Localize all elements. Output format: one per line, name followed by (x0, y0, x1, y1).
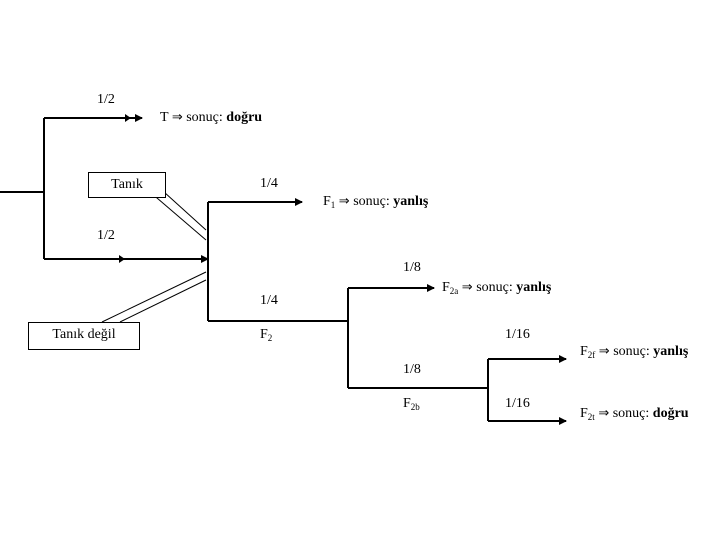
node-label-f2b-sub: 2b (410, 402, 420, 412)
outcome-f1-result: yanlış (393, 194, 429, 209)
node-label-f2-base: F (260, 327, 268, 342)
prob-f1-branch: 1/4 (260, 176, 278, 191)
outcome-t: T ⇒ sonuç: doğru (160, 110, 262, 126)
node-label-f2-sub: 2 (267, 333, 273, 343)
callout-tanik-degil-pointer-b (119, 279, 207, 323)
callout-tanik-degil: Tanık değil (28, 322, 140, 350)
callout-tanik: Tanık (88, 172, 166, 198)
outcome-f2f: F2f ⇒ sonuç: yanlış (580, 344, 688, 363)
outcome-f2f-result: yanlış (653, 344, 689, 359)
outcome-f1: F1 ⇒ sonuç: yanlış (323, 194, 428, 213)
implies-icon: ⇒ (598, 406, 610, 421)
implies-icon: ⇒ (461, 280, 473, 295)
outcome-t-mid: sonuç: (182, 110, 227, 125)
prob-main-branch: 1/2 (97, 228, 115, 243)
prob-f2t-branch: 1/16 (505, 396, 530, 411)
prob-f2-branch: 1/4 (260, 293, 278, 308)
callout-tanik-pointer-b (163, 191, 207, 231)
outcome-f2f-sub: 2f (587, 350, 596, 360)
callout-tanik-pointer-a (149, 191, 207, 241)
callout-tanik-degil-pointer-a (101, 271, 207, 323)
outcome-f2a-node: F (442, 280, 450, 295)
prob-f2f-branch: 1/16 (505, 327, 530, 342)
outcome-f2t: F2t ⇒ sonuç: doğru (580, 406, 689, 425)
small-arrowhead-t (125, 114, 131, 122)
implies-icon: ⇒ (338, 194, 350, 209)
outcome-f1-sub: 1 (330, 200, 336, 210)
prob-t-branch: 1/2 (97, 92, 115, 107)
outcome-f2t-mid: sonuç: (609, 406, 653, 421)
node-label-f2: F2 (260, 327, 272, 346)
outcome-f2t-result: doğru (652, 406, 689, 421)
callout-tanik-label: Tanık (111, 177, 143, 192)
outcome-f1-mid: sonuç: (349, 194, 394, 209)
implies-icon: ⇒ (171, 110, 183, 125)
node-label-f2b: F2b (403, 396, 420, 415)
small-arrowhead-main (119, 255, 125, 263)
callout-tanik-degil-label: Tanık değil (52, 327, 116, 342)
outcome-f2t-node: F (580, 406, 588, 421)
outcome-f2a-result: yanlış (516, 280, 552, 295)
outcome-f2a-sub: 2a (449, 286, 459, 296)
outcome-f2t-sub: 2t (587, 412, 595, 422)
outcome-f1-node: F (323, 194, 331, 209)
outcome-f2a: F2a ⇒ sonuç: yanlış (442, 280, 551, 299)
prob-f2b-branch: 1/8 (403, 362, 421, 377)
outcome-f2f-mid: sonuç: (609, 344, 654, 359)
outcome-f2a-mid: sonuç: (472, 280, 517, 295)
implies-icon: ⇒ (598, 344, 610, 359)
outcome-t-result: doğru (226, 110, 263, 125)
prob-f2a-branch: 1/8 (403, 260, 421, 275)
node-label-f2b-base: F (403, 396, 411, 411)
outcome-f2f-node: F (580, 344, 588, 359)
outcome-t-node: T (160, 110, 169, 125)
